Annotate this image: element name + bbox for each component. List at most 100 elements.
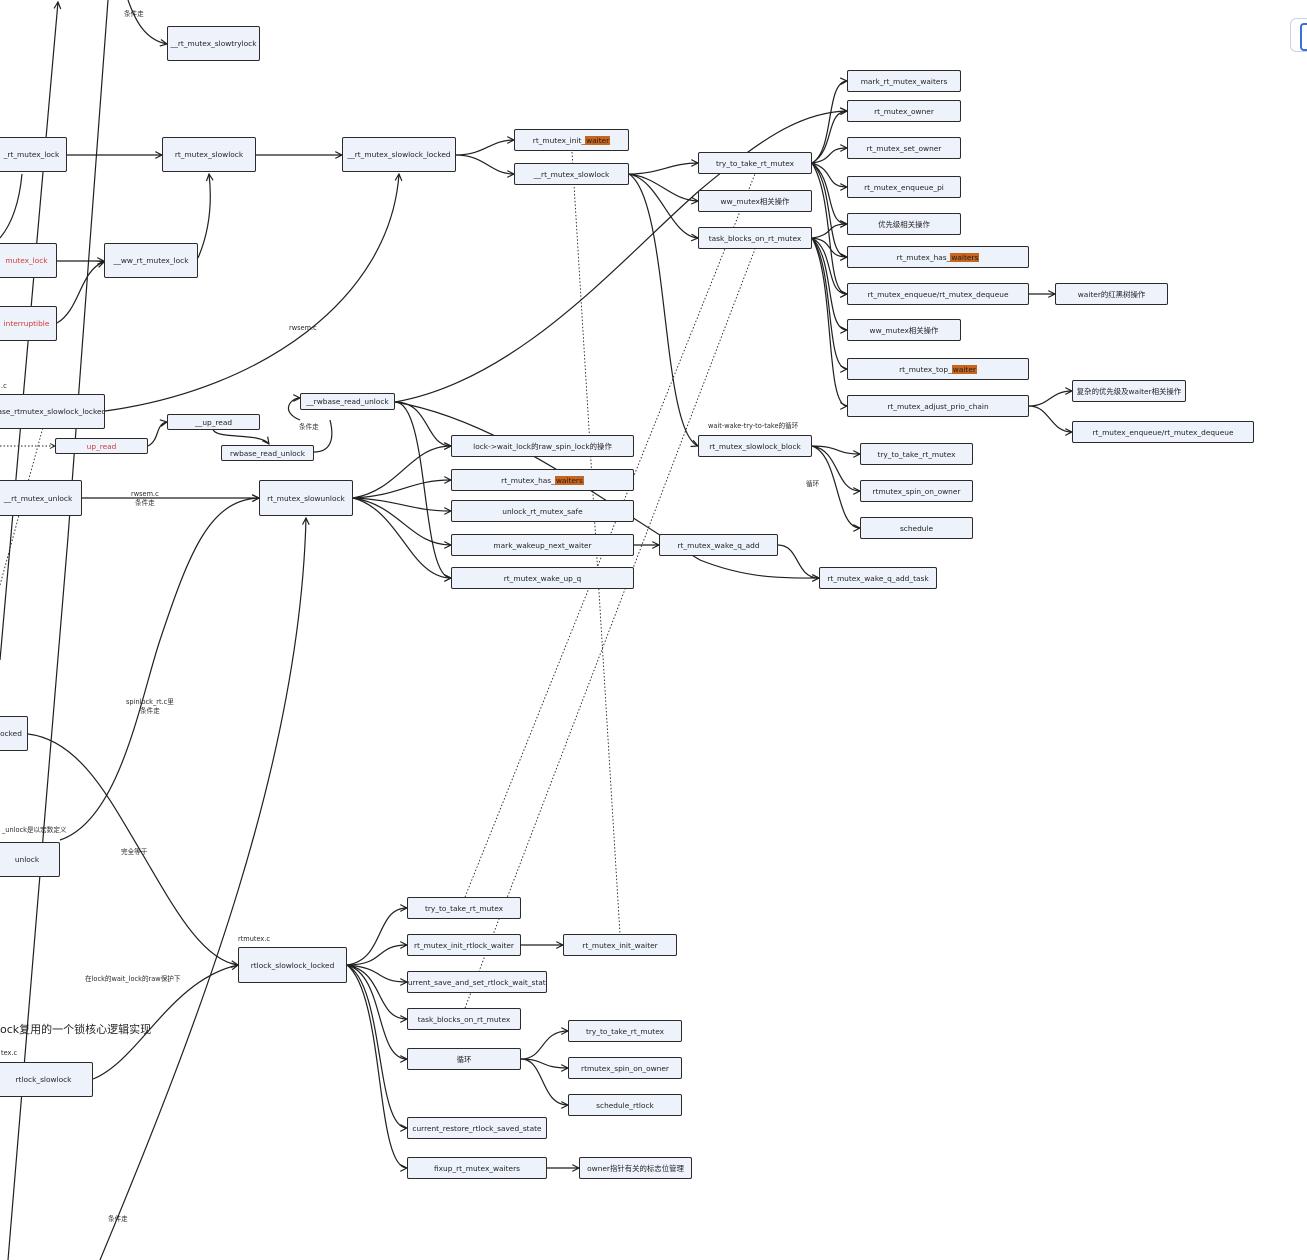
node-rt-mutex-slowlock-2[interactable]: __rt_mutex_slowlock <box>514 163 629 185</box>
edge-block-sched <box>811 445 860 528</box>
node-mark-rt-mutex-waiters[interactable]: mark_rt_mutex_waiters <box>847 70 961 92</box>
node-rtmutex-spin-on-owner[interactable]: rtmutex_spin_on_owner <box>860 480 973 502</box>
node-b-owner-flag[interactable]: owner指针有关的标志位管理 <box>579 1157 692 1179</box>
dotted-task-blocks <box>464 248 756 1009</box>
node-rt-mutex-slowunlock[interactable]: rt_mutex_slowunlock <box>259 480 353 516</box>
node-unlock-left[interactable]: unlock <box>0 842 60 877</box>
node-b-spin-on-owner[interactable]: rtmutex_spin_on_owner <box>568 1057 682 1079</box>
node-label: unlock_rt_mutex_safe <box>502 506 583 516</box>
node-highlight: waiter <box>585 135 611 145</box>
node-prio-ops[interactable]: 优先级相关操作 <box>847 213 961 235</box>
side-panel-toggle[interactable] <box>1290 18 1307 52</box>
node-label: rt_mutex_init_rtlock_waiter <box>414 940 514 950</box>
node-b-try-to-take-2[interactable]: try_to_take_rt_mutex <box>568 1020 682 1042</box>
node-label: current_restore_rtlock_saved_state <box>412 1123 542 1133</box>
node-label: task_blocks_on_rt_mutex <box>417 1014 511 1024</box>
node-label: rt_mutex_enqueue/rt_mutex_dequeue <box>1092 427 1234 437</box>
edge-slowlock-rtlock <box>92 965 238 1080</box>
node-label: rt_mutex_top_ <box>899 364 952 374</box>
node-rt-mutex-slowlock-block[interactable]: rt_mutex_slowlock_block <box>698 435 812 457</box>
node-rtlock-slowlock[interactable]: rtlock_slowlock <box>0 1062 93 1097</box>
node-b-schedule-rtlock[interactable]: schedule_rtlock <box>568 1094 682 1116</box>
node-unlock-rt-mutex-safe[interactable]: unlock_rt_mutex_safe <box>451 500 634 522</box>
node-rt-mutex-set-owner[interactable]: rt_mutex_set_owner <box>847 137 961 159</box>
node-rt-mutex-wake-up-q[interactable]: rt_mutex_wake_up_q <box>451 567 634 589</box>
node-up-read-inner[interactable]: __up_read <box>167 414 260 430</box>
label-cond-mid: 条件走 <box>299 423 319 431</box>
node-waiter-rbtree-ops[interactable]: waiter的红黑树操作 <box>1055 283 1168 305</box>
node-b-task-blocks[interactable]: task_blocks_on_rt_mutex <box>407 1008 521 1030</box>
node-complex-prio-waiter-ops[interactable]: 复杂的优先级及waiter相关操作 <box>1072 380 1186 402</box>
node-ocked[interactable]: ocked <box>0 716 28 751</box>
edge-ocked-rtlock <box>27 733 238 965</box>
node-lock-wait-lock[interactable]: lock->wait_lock的raw_spin_lock的操作 <box>451 435 634 457</box>
edge-s2-try <box>628 163 698 175</box>
node-rtlock-slowlock-locked[interactable]: rtlock_slowlock_locked <box>238 947 347 983</box>
node-rt-mutex-slowtrylock[interactable]: __rt_mutex_slowtrylock <box>167 26 260 61</box>
node-label: owner指针有关的标志位管理 <box>587 1163 684 1173</box>
label-under-raw: 在lock的wait_lock的raw保护下 <box>85 975 181 983</box>
node-rt-mutex-wake-q-add-task[interactable]: rt_mutex_wake_q_add_task <box>819 567 937 589</box>
node-b-loop[interactable]: 循环 <box>407 1048 521 1070</box>
node-b-try-to-take-rt-mutex[interactable]: try_to_take_rt_mutex <box>407 897 521 919</box>
node-label: rtlock_slowlock <box>15 1075 72 1084</box>
node-rt-mutex-enqueue-dequeue-2[interactable]: rt_mutex_enqueue/rt_mutex_dequeue <box>1072 421 1254 443</box>
node-mark-wakeup-next-waiter[interactable]: mark_wakeup_next_waiter <box>451 534 634 556</box>
node-rwbase-read-unlock[interactable]: __rwbase_read_unlock <box>300 393 395 410</box>
node-interruptible[interactable]: interruptible <box>0 306 57 341</box>
node-label: current_save_and_set_rtlock_wait_state <box>407 977 547 987</box>
node-label: rt_mutex_set_owner <box>866 143 942 153</box>
node-label: __rwbase_read_unlock <box>306 397 389 406</box>
node-rt-mutex-enqueue-pi[interactable]: rt_mutex_enqueue_pi <box>847 176 961 198</box>
node-label: 优先级相关操作 <box>878 219 930 229</box>
node-label: rt_mutex_adjust_prio_chain <box>887 401 989 411</box>
node-label: rtlock_slowlock_locked <box>250 960 335 970</box>
node-try-to-take-rt-mutex-2[interactable]: try_to_take_rt_mutex <box>860 443 973 465</box>
node-rt-mutex-adjust-prio-chain[interactable]: rt_mutex_adjust_prio_chain <box>847 395 1029 417</box>
node-label: mark_wakeup_next_waiter <box>493 540 592 550</box>
edge-cond-top <box>127 0 167 44</box>
dotted-init-waiter <box>571 151 621 935</box>
node-rt-mutex-enqueue-dequeue[interactable]: rt_mutex_enqueue/rt_mutex_dequeue <box>847 283 1029 305</box>
node-rwbase-read-unlock-2[interactable]: rwbase_read_unlock <box>221 445 314 461</box>
node-label: __rt_mutex_slowtrylock <box>170 39 257 48</box>
node-rt-mutex-slowlock-locked[interactable]: __rt_mutex_slowlock_locked <box>342 137 456 172</box>
edge-block-try <box>811 445 860 454</box>
node-label: rt_mutex_has_ <box>501 475 555 485</box>
node-b-init-rtlock-waiter[interactable]: rt_mutex_init_rtlock_waiter <box>407 934 521 956</box>
node-label: rtmutex_spin_on_owner <box>581 1063 669 1073</box>
node-rt-mutex-unlock[interactable]: __rt_mutex_unlock <box>0 480 82 516</box>
node-rt-mutex-owner[interactable]: rt_mutex_owner <box>847 100 961 122</box>
node-rt-mutex-has-waiters-right[interactable]: rt_mutex_has_waiters <box>847 246 1029 268</box>
edge-bottom-su <box>99 518 306 1260</box>
node-mutex-lock[interactable]: mutex_lock <box>0 243 57 278</box>
node-ww-mutex-ops-2[interactable]: ww_mutex相关操作 <box>847 319 961 341</box>
label-unlock-macro: _unlock是以宏数定义 <box>2 826 67 834</box>
node-rt-mutex-has-waiters-mid[interactable]: rt_mutex_has_waiters <box>451 469 634 491</box>
node-label: rt_mutex_slowlock <box>174 150 244 159</box>
label-loop: 循环 <box>806 480 820 488</box>
node-task-blocks-on-rt-mutex[interactable]: task_blocks_on_rt_mutex <box>698 227 812 249</box>
node-rt-mutex-init-waiter[interactable]: rt_mutex_init_waiter <box>514 129 629 151</box>
section-headline: ock复用的一个锁核心逻辑实现 <box>0 1023 152 1036</box>
dotted-left-diag <box>0 419 46 586</box>
edge-r-loop <box>346 964 407 1059</box>
node-rt-mutex-top-waiter[interactable]: rt_mutex_top_waiter <box>847 358 1029 380</box>
node-base-rtmutex-slowlock-locked[interactable]: base_rtmutex_slowlock_locked <box>0 394 105 429</box>
node-b-save-rtlock-state[interactable]: current_save_and_set_rtlock_wait_state <box>407 971 547 993</box>
node-rt-mutex-wake-q-add[interactable]: rt_mutex_wake_q_add <box>659 534 778 556</box>
node-try-to-take-rt-mutex[interactable]: try_to_take_rt_mutex <box>698 152 812 174</box>
node-ww-mutex-ops[interactable]: ww_mutex相关操作 <box>698 190 812 212</box>
edge-try-mark <box>811 81 847 164</box>
node-up-read[interactable]: up_read <box>55 438 148 454</box>
node-schedule[interactable]: schedule <box>860 517 973 539</box>
node-label: 复杂的优先级及waiter相关操作 <box>1076 386 1182 396</box>
node-rt-mutex-slowlock[interactable]: rt_mutex_slowlock <box>162 137 256 172</box>
node-b-init-waiter[interactable]: rt_mutex_init_waiter <box>563 934 677 956</box>
node-b-fixup-waiters[interactable]: fixup_rt_mutex_waiters <box>407 1157 547 1179</box>
edge-upread-inner <box>147 422 167 447</box>
edge-try-enqdeq <box>811 162 847 294</box>
node-ww-rt-mutex-lock[interactable]: __ww_rt_mutex_lock <box>104 243 198 278</box>
node-rt-mutex-lock[interactable]: _rt_mutex_lock <box>0 137 67 172</box>
node-b-restore-state[interactable]: current_restore_rtlock_saved_state <box>407 1117 547 1139</box>
